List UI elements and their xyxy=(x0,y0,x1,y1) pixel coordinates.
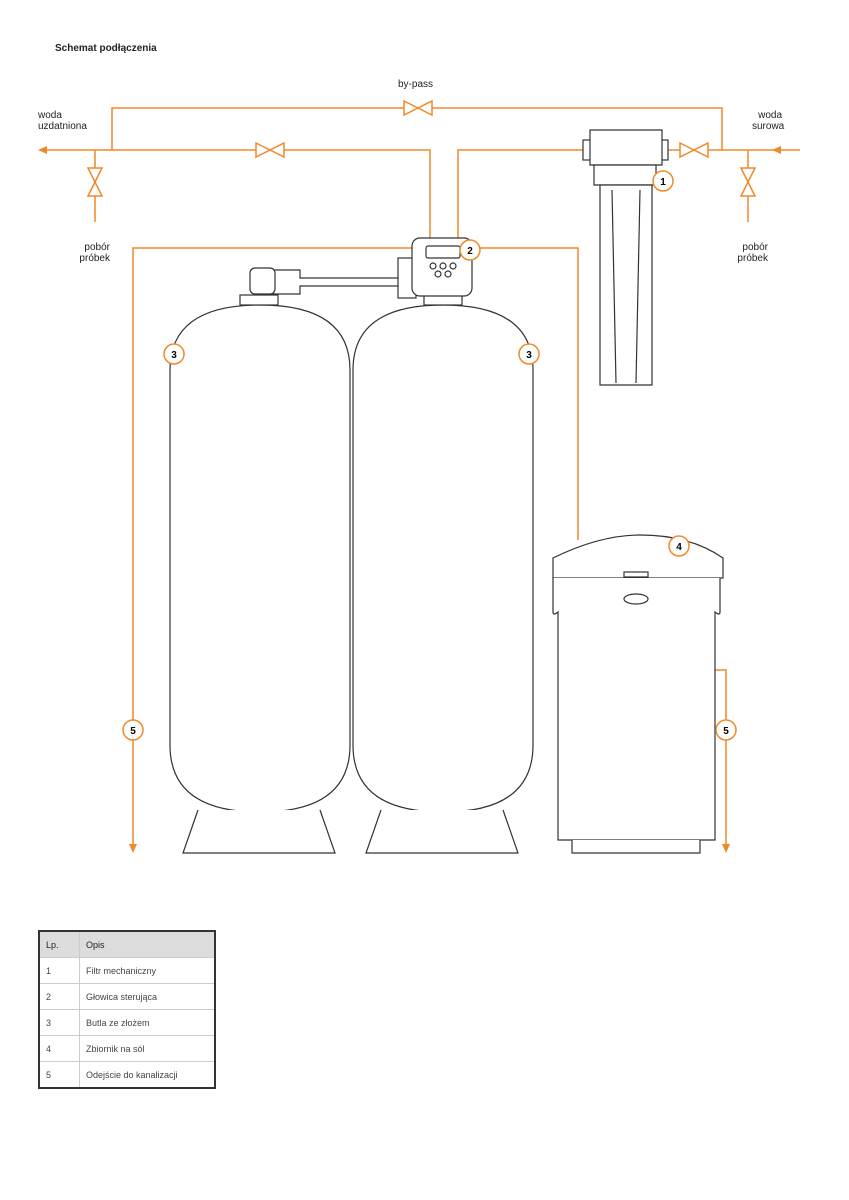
drain-right-pipe xyxy=(712,669,727,845)
drain-left-pipe xyxy=(132,247,418,845)
arrow-in-icon xyxy=(772,146,781,154)
bypass-label: by-pass xyxy=(398,79,434,90)
marker-4: 4 xyxy=(668,535,690,557)
svg-text:3: 3 xyxy=(526,350,532,361)
svg-text:4: 4 xyxy=(676,542,682,553)
arrow-down-icon xyxy=(722,844,730,853)
marker-5: 5 xyxy=(122,719,144,741)
mechanical-filter xyxy=(582,129,669,386)
cell: Zbiornik na sól xyxy=(79,1035,216,1062)
cell: 2 xyxy=(38,983,80,1010)
header-lp: Lp. xyxy=(38,930,80,958)
label-line: próbek xyxy=(737,253,768,264)
page-title: Schemat podłączenia xyxy=(55,43,157,54)
valve-icon xyxy=(86,167,104,197)
marker-3: 3 xyxy=(518,343,540,365)
cell: 5 xyxy=(38,1061,80,1089)
svg-text:5: 5 xyxy=(130,726,136,737)
svg-text:5: 5 xyxy=(723,726,729,737)
equipment xyxy=(169,129,724,854)
valve-icon xyxy=(739,167,757,197)
filter-outlet-pipe xyxy=(457,149,585,245)
cell: Filtr mechaniczny xyxy=(79,957,216,984)
brine-tank xyxy=(552,534,724,854)
arrows xyxy=(38,146,781,853)
svg-text:1: 1 xyxy=(660,177,666,188)
label-line: uzdatniona xyxy=(38,121,87,132)
valve-icon xyxy=(403,99,433,117)
treated-water-pipe xyxy=(46,149,431,245)
valves xyxy=(86,99,757,197)
svg-text:2: 2 xyxy=(467,246,473,257)
svg-text:3: 3 xyxy=(171,350,177,361)
marker-3: 3 xyxy=(163,343,185,365)
number-markers: 1 2 3 3 4 5 5 xyxy=(122,170,737,741)
marker-1: 1 xyxy=(652,170,674,192)
cell: 1 xyxy=(38,957,80,984)
label-line: pobór xyxy=(84,242,110,253)
marker-5: 5 xyxy=(715,719,737,741)
brine-pipe xyxy=(480,247,579,540)
valve-icon xyxy=(679,141,709,159)
label-line: surowa xyxy=(752,121,785,132)
cell: 3 xyxy=(38,1009,80,1036)
table-header: Lp.Opis xyxy=(38,930,216,958)
cell: Butla ze złożem xyxy=(79,1009,216,1036)
cell: Głowica sterująca xyxy=(79,983,216,1010)
resin-tank-right xyxy=(352,294,534,854)
diagram: 1 2 3 3 4 5 5 xyxy=(38,99,800,854)
cell: Odejście do kanalizacji xyxy=(79,1061,216,1089)
arrow-down-icon xyxy=(129,844,137,853)
header-opis: Opis xyxy=(79,930,216,958)
valve-icon xyxy=(255,141,285,159)
label-line: woda xyxy=(38,110,62,121)
label-line: próbek xyxy=(79,253,110,264)
control-valve-head xyxy=(249,237,473,299)
label-line: pobór xyxy=(742,242,768,253)
arrow-left-icon xyxy=(38,146,47,154)
resin-tank-left xyxy=(169,294,351,854)
label-line: woda xyxy=(758,110,782,121)
marker-2: 2 xyxy=(459,239,481,261)
cell: 4 xyxy=(38,1035,80,1062)
